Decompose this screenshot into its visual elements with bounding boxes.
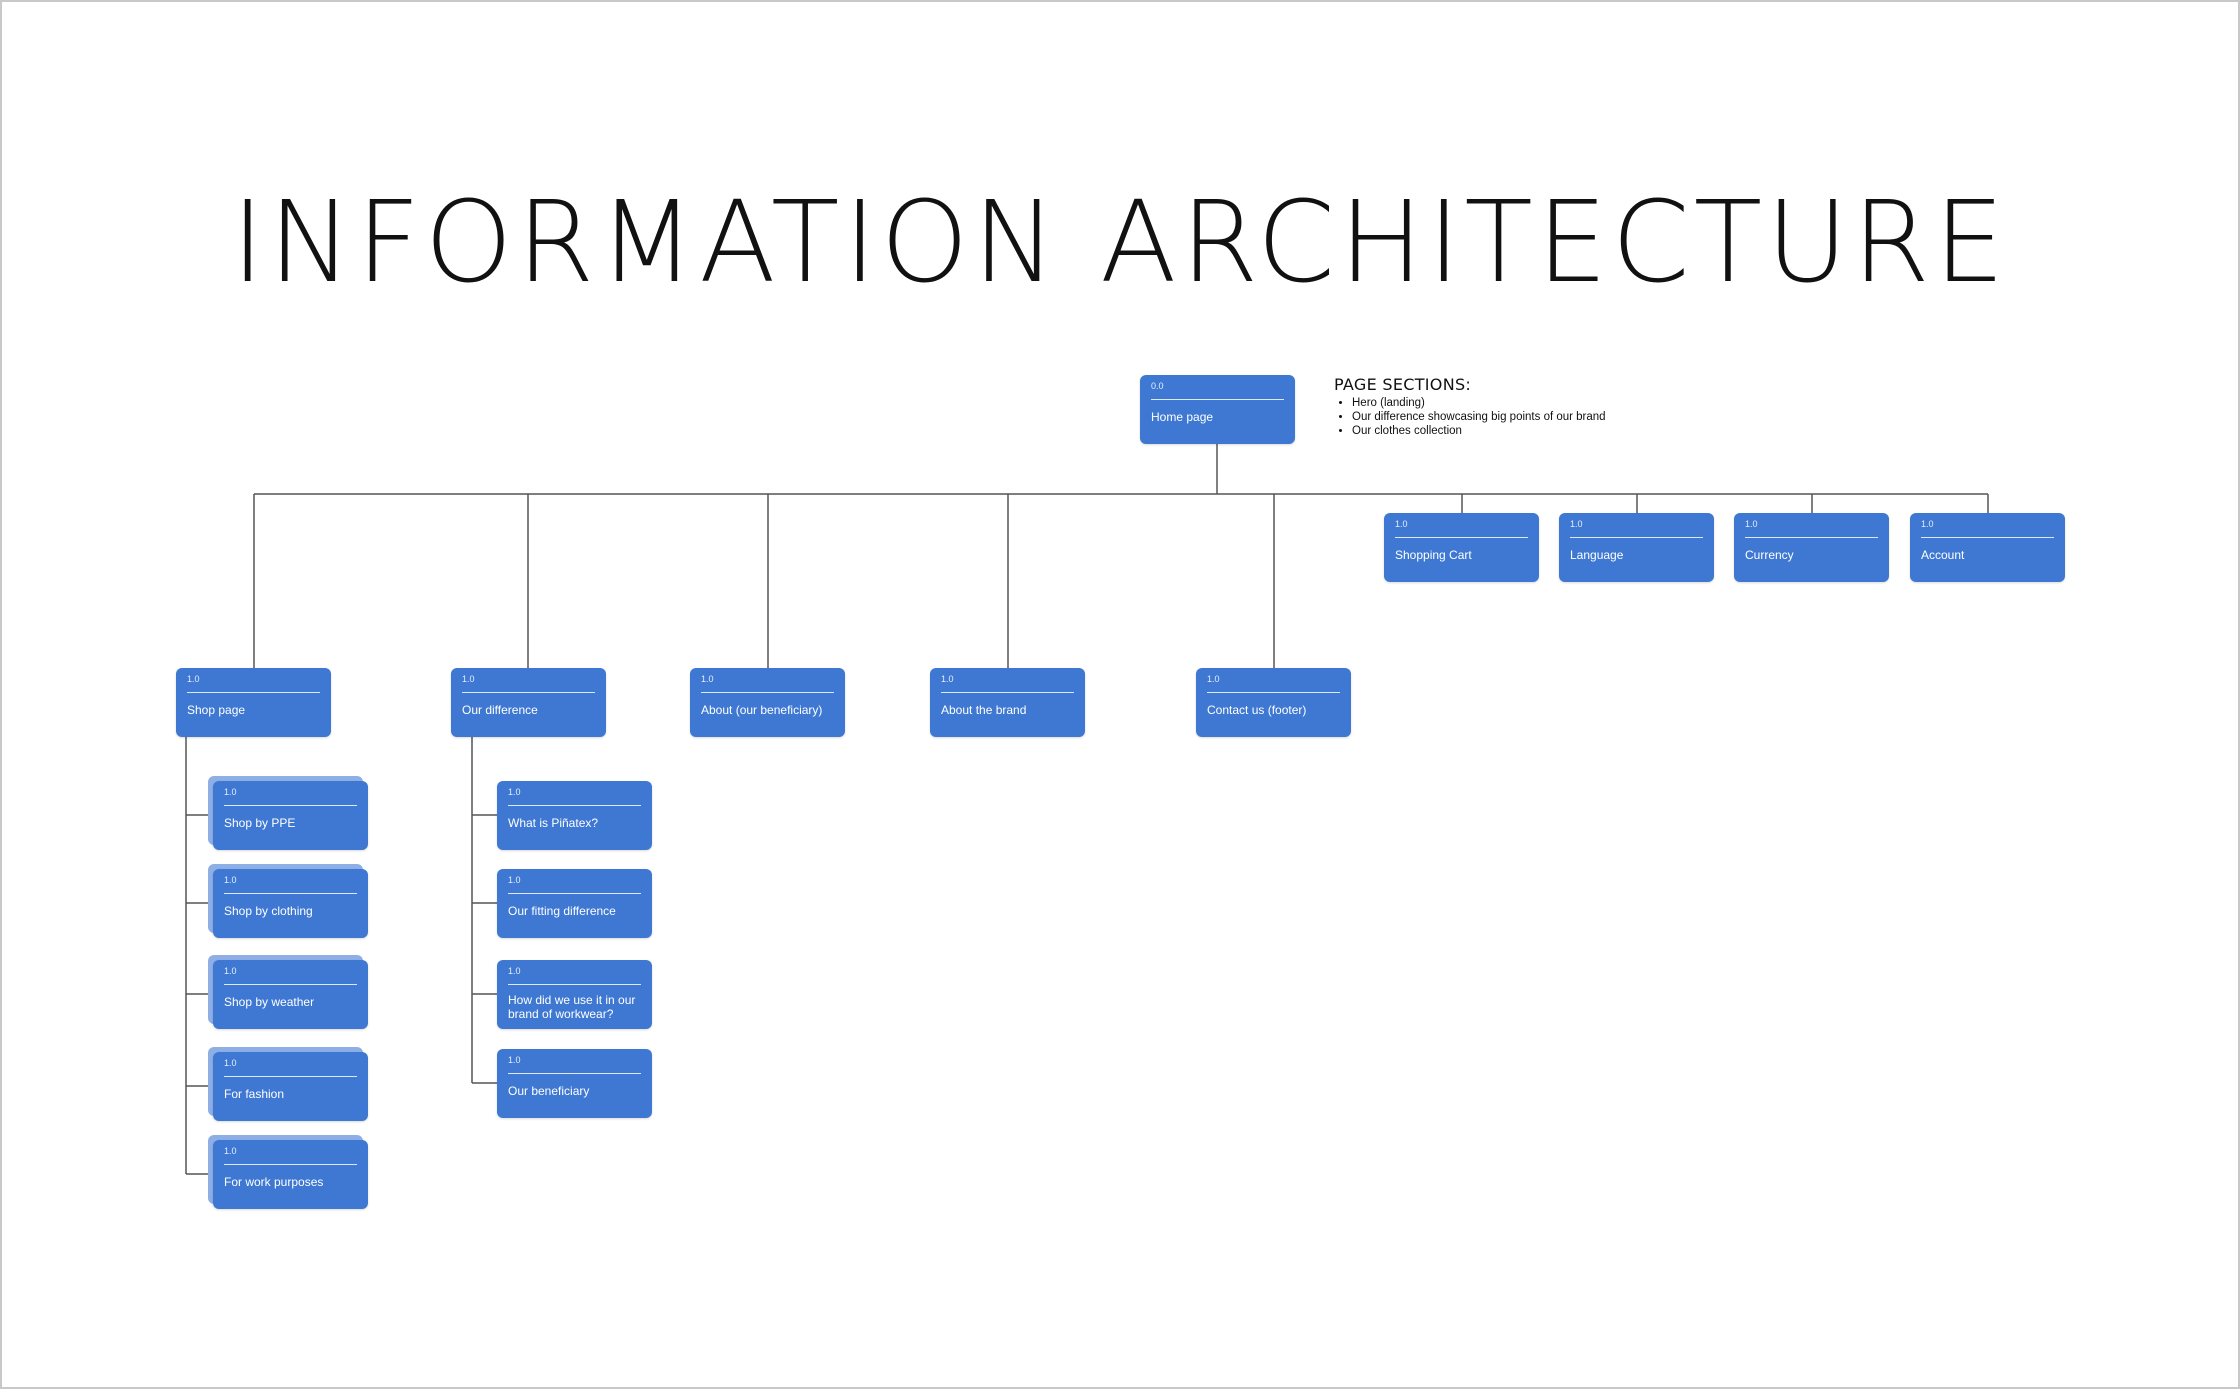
node-label: Our difference bbox=[462, 703, 538, 717]
node-divider bbox=[224, 805, 357, 806]
node-label: For fashion bbox=[224, 1087, 285, 1101]
node-home-page[interactable]: 0.0 Home page bbox=[1140, 375, 1295, 444]
node-shop-page[interactable]: 1.0 Shop page bbox=[176, 668, 331, 737]
node-account[interactable]: 1.0 Account bbox=[1910, 513, 2065, 582]
node-divider bbox=[1151, 399, 1284, 400]
node-number: 1.0 bbox=[224, 787, 237, 797]
node-label: Language bbox=[1570, 548, 1624, 562]
node-label: Shop by PPE bbox=[224, 816, 296, 830]
node-label: Shop by weather bbox=[224, 995, 315, 1009]
node-number: 1.0 bbox=[1921, 519, 1934, 529]
node-divider bbox=[187, 692, 320, 693]
page-section-item: Our clothes collection bbox=[1352, 424, 1606, 438]
node-for-fashion[interactable]: 1.0 For fashion bbox=[213, 1052, 368, 1121]
node-about-brand[interactable]: 1.0 About the brand bbox=[930, 668, 1085, 737]
node-number: 1.0 bbox=[508, 1055, 521, 1065]
node-shop-by-clothing[interactable]: 1.0 Shop by clothing bbox=[213, 869, 368, 938]
node-divider bbox=[1570, 537, 1703, 538]
node-number: 1.0 bbox=[224, 1146, 237, 1156]
node-label: How did we use it in our brand of workwe… bbox=[508, 993, 636, 1021]
node-label: About (our beneficiary) bbox=[701, 703, 823, 717]
node-fitting-difference[interactable]: 1.0 Our fitting difference bbox=[497, 869, 652, 938]
node-number: 1.0 bbox=[508, 787, 521, 797]
node-divider bbox=[941, 692, 1074, 693]
node-divider bbox=[224, 1076, 357, 1077]
node-number: 1.0 bbox=[1570, 519, 1583, 529]
node-label: About the brand bbox=[941, 703, 1027, 717]
node-label: Account bbox=[1921, 548, 1965, 562]
node-number: 1.0 bbox=[1395, 519, 1408, 529]
node-label: Home page bbox=[1151, 410, 1214, 424]
node-for-work-purposes[interactable]: 1.0 For work purposes bbox=[213, 1140, 368, 1209]
node-currency[interactable]: 1.0 Currency bbox=[1734, 513, 1889, 582]
node-shop-by-weather[interactable]: 1.0 Shop by weather bbox=[213, 960, 368, 1029]
node-number: 1.0 bbox=[941, 674, 954, 684]
node-label: Shop page bbox=[187, 703, 246, 717]
node-about-beneficiary[interactable]: 1.0 About (our beneficiary) bbox=[690, 668, 845, 737]
node-divider bbox=[1207, 692, 1340, 693]
node-number: 0.0 bbox=[1151, 381, 1164, 391]
node-number: 1.0 bbox=[1207, 674, 1220, 684]
node-number: 1.0 bbox=[224, 966, 237, 976]
node-label: For work purposes bbox=[224, 1175, 324, 1189]
node-number: 1.0 bbox=[462, 674, 475, 684]
node-label: Contact us (footer) bbox=[1207, 703, 1307, 717]
node-number: 1.0 bbox=[224, 1058, 237, 1068]
node-label: Currency bbox=[1745, 548, 1794, 562]
node-divider bbox=[224, 893, 357, 894]
node-divider bbox=[508, 893, 641, 894]
page-sections-heading: PAGE SECTIONS: bbox=[1334, 375, 1472, 394]
node-our-beneficiary[interactable]: 1.0 Our beneficiary bbox=[497, 1049, 652, 1118]
page-section-item: Hero (landing) bbox=[1352, 396, 1606, 410]
page-sections-list: Hero (landing) Our difference showcasing… bbox=[1334, 396, 1606, 438]
node-shop-by-ppe[interactable]: 1.0 Shop by PPE bbox=[213, 781, 368, 850]
node-label: Our fitting difference bbox=[508, 904, 616, 918]
node-divider bbox=[224, 984, 357, 985]
node-label: Shopping Cart bbox=[1395, 548, 1472, 562]
node-language[interactable]: 1.0 Language bbox=[1559, 513, 1714, 582]
node-contact-us[interactable]: 1.0 Contact us (footer) bbox=[1196, 668, 1351, 737]
page-section-item: Our difference showcasing big points of … bbox=[1352, 410, 1606, 424]
page-sections-note: PAGE SECTIONS: Hero (landing) Our differ… bbox=[1334, 376, 1606, 438]
node-number: 1.0 bbox=[187, 674, 200, 684]
node-label: What is Piñatex? bbox=[508, 816, 599, 830]
node-divider bbox=[508, 984, 641, 985]
node-divider bbox=[462, 692, 595, 693]
node-what-is-pinatex[interactable]: 1.0 What is Piñatex? bbox=[497, 781, 652, 850]
node-divider bbox=[701, 692, 834, 693]
node-our-difference[interactable]: 1.0 Our difference bbox=[451, 668, 606, 737]
node-number: 1.0 bbox=[508, 875, 521, 885]
node-how-used-in-workwear[interactable]: 1.0 How did we use it in our brand of wo… bbox=[497, 960, 652, 1029]
node-number: 1.0 bbox=[224, 875, 237, 885]
node-divider bbox=[508, 1073, 641, 1074]
node-number: 1.0 bbox=[701, 674, 714, 684]
node-divider bbox=[1921, 537, 2054, 538]
node-label: Our beneficiary bbox=[508, 1084, 590, 1098]
node-number: 1.0 bbox=[1745, 519, 1758, 529]
page-title: INFORMATION ARCHITECTURE bbox=[231, 178, 2009, 308]
node-divider bbox=[1745, 537, 1878, 538]
node-divider bbox=[224, 1164, 357, 1165]
node-divider bbox=[1395, 537, 1528, 538]
node-label: Shop by clothing bbox=[224, 904, 313, 918]
node-divider bbox=[508, 805, 641, 806]
node-number: 1.0 bbox=[508, 966, 521, 976]
node-shopping-cart[interactable]: 1.0 Shopping Cart bbox=[1384, 513, 1539, 582]
